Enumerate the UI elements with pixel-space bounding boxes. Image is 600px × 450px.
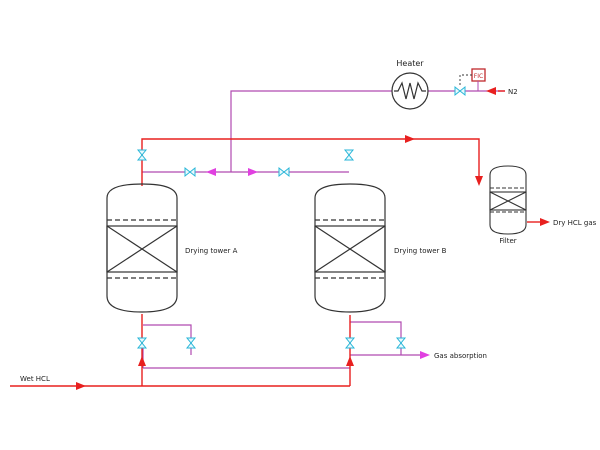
drying-tower-b — [314, 183, 386, 313]
valve-n2-inlet[interactable] — [454, 85, 466, 97]
valve-a-purge-bottom[interactable] — [185, 337, 197, 349]
n2-arrows — [206, 168, 430, 359]
drying-tower-a — [106, 183, 178, 313]
gas-absorption-label: Gas absorption — [434, 352, 487, 360]
hcl-piping — [10, 90, 543, 387]
valve-tower-a-bottom[interactable] — [136, 337, 148, 349]
drying-tower-b-label: Drying tower B — [394, 247, 447, 255]
valve-tower-b-top[interactable] — [343, 149, 355, 161]
fic-label: FIC — [474, 73, 483, 80]
filter-vessel — [489, 165, 527, 235]
wet-hcl-label: Wet HCL — [20, 375, 50, 383]
heater — [391, 72, 429, 110]
fic-instrument: FIC — [459, 68, 486, 91]
hcl-arrows — [76, 87, 550, 390]
heater-label: Heater — [396, 59, 424, 68]
drying-tower-a-label: Drying tower A — [185, 247, 238, 255]
valve-tower-b-bottom[interactable] — [344, 337, 356, 349]
valve-b-purge-bottom[interactable] — [395, 337, 407, 349]
dry-hcl-gas-label: Dry HCL gas — [553, 219, 597, 227]
n2-label: N2 — [508, 88, 518, 96]
n2-piping — [142, 90, 505, 369]
valves — [136, 85, 466, 349]
valve-purge-a[interactable] — [184, 166, 196, 178]
filter-label: Filter — [499, 237, 516, 245]
valve-tower-a-top[interactable] — [136, 149, 148, 161]
valve-purge-b[interactable] — [278, 166, 290, 178]
